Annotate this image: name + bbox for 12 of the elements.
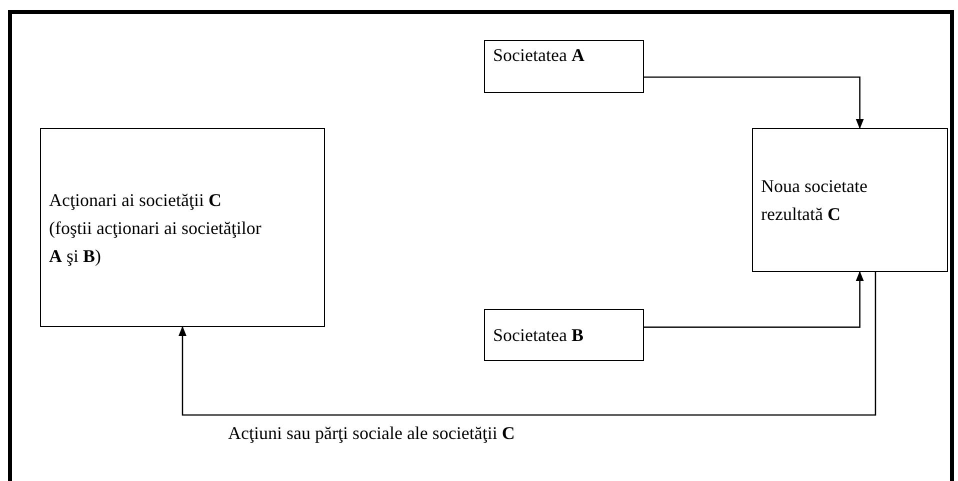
- box-text: Societatea A: [493, 44, 586, 67]
- arrow: [178, 272, 876, 416]
- text-box: [484, 309, 644, 361]
- text-box: [752, 128, 948, 272]
- box-text: (foştii acţionari ai societăţilor A şi B): [49, 216, 262, 268]
- box-text: Societatea B: [493, 324, 584, 347]
- text-box: [40, 128, 325, 327]
- arrow: [644, 76, 864, 129]
- text-box: [484, 40, 644, 93]
- arrow: [644, 271, 864, 328]
- box-text: Acţionari ai societăţii C: [49, 188, 222, 212]
- box-text: Noua societate rezultată C: [761, 175, 868, 226]
